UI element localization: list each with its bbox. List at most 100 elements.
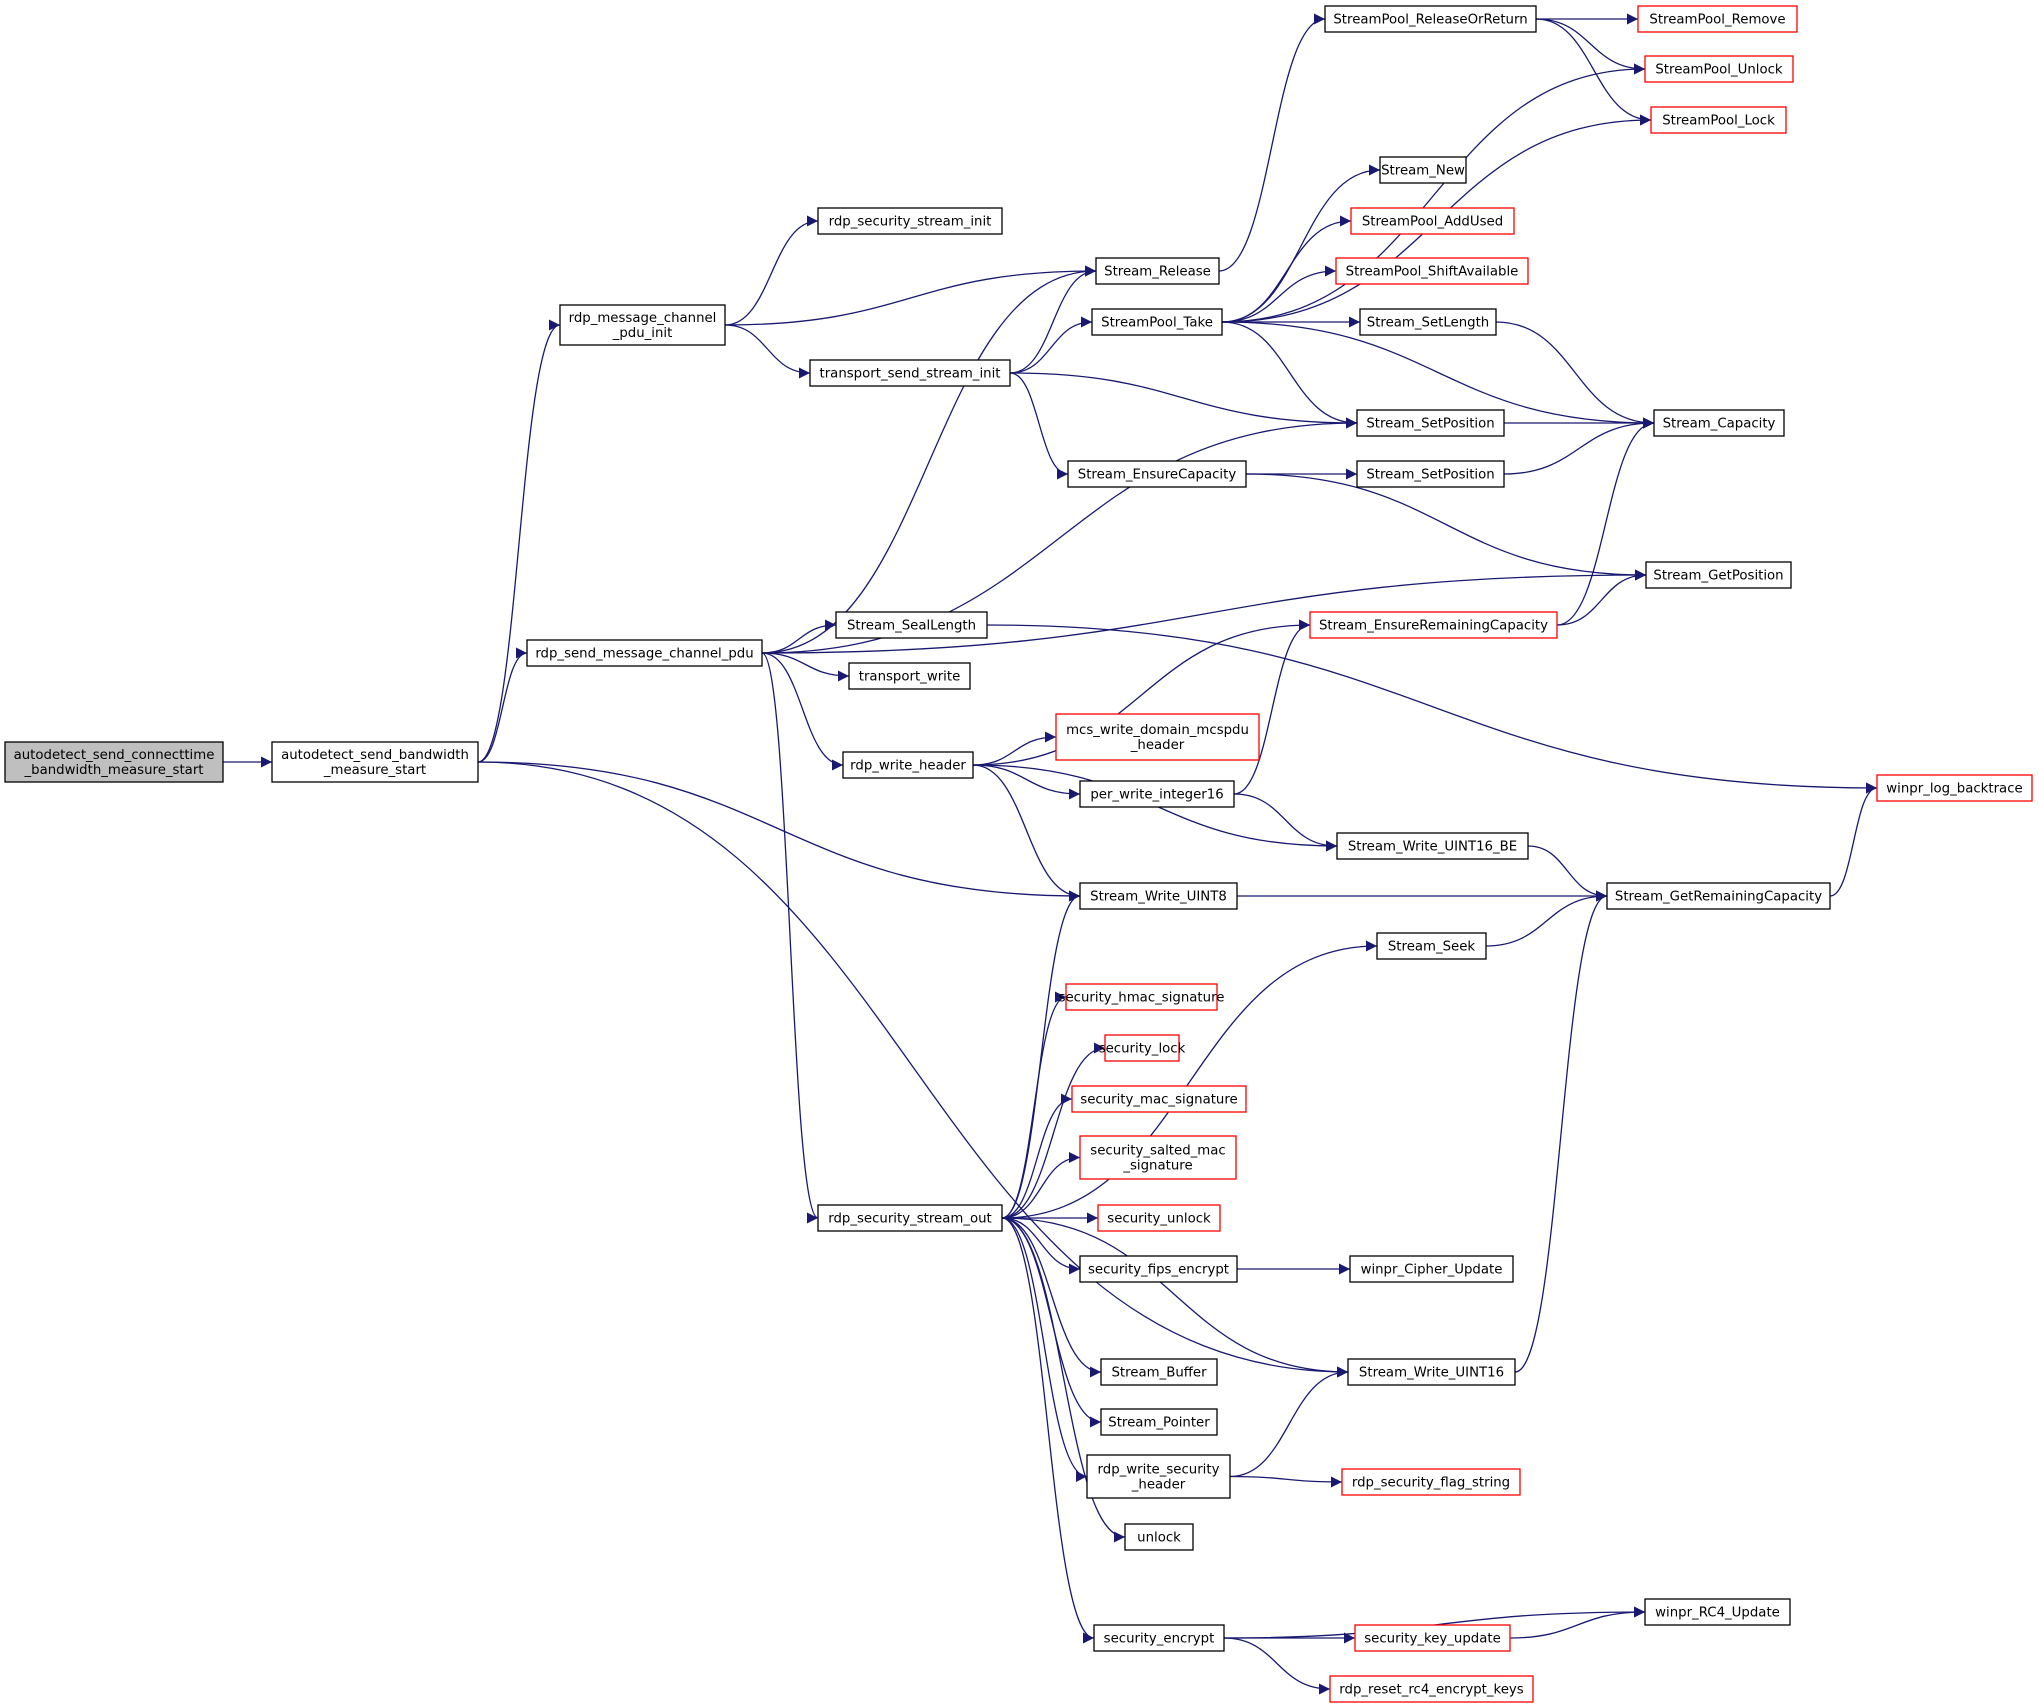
call-edge-n19-n17 [1503,417,1655,475]
function-node-n21[interactable]: Stream_SealLength [835,611,988,639]
node-box [835,611,988,639]
node-label: security_salted_mac [1090,1144,1225,1159]
function-node-n4[interactable]: rdp_security_stream_init [817,207,1003,235]
node-box [1055,713,1260,761]
call-edge-n27-n25 [1233,619,1311,795]
call-edge-n40-n30 [1514,890,1608,1373]
function-node-n40[interactable]: Stream_Write_UINT16 [1347,1358,1516,1386]
function-node-n43[interactable]: rdp_write_security_header [1086,1454,1231,1499]
function-node-n37[interactable]: security_unlock [1097,1204,1221,1232]
function-node-n12[interactable]: Stream_New [1379,156,1467,184]
node-label: Stream_SealLength [847,619,976,634]
function-node-n45[interactable]: unlock [1124,1523,1194,1551]
function-node-n24[interactable]: rdp_write_header [842,751,974,779]
node-label: rdp_send_message_channel_pdu [535,647,753,662]
call-edge-n36-n34 [1001,1093,1073,1219]
function-node-n26[interactable]: mcs_write_domain_mcspdu_header [1055,713,1260,761]
node-label: mcs_write_domain_mcspdu [1066,723,1249,738]
call-edge-n1-n40 [477,761,1349,1378]
node-box [4,741,224,783]
function-node-n36[interactable]: rdp_security_stream_out [817,1204,1003,1232]
function-node-n46[interactable]: security_encrypt [1093,1624,1225,1652]
node-box [1644,55,1794,83]
node-label: Stream_Write_UINT8 [1090,890,1227,905]
node-label: rdp_write_header [850,759,966,774]
call-edge-n3-n21 [761,619,837,654]
function-node-n28[interactable]: Stream_Write_UINT16_BE [1336,832,1529,860]
function-node-n19[interactable]: Stream_SetPosition [1356,460,1505,488]
node-box [1079,1255,1238,1283]
function-node-n11[interactable]: StreamPool_Take [1091,308,1223,336]
function-node-n42[interactable]: Stream_Pointer [1100,1408,1218,1436]
node-box [1079,882,1238,910]
node-label: _bandwidth_measure_start [23,763,203,778]
call-edge-n2-n4 [724,215,819,326]
function-node-n20[interactable]: Stream_GetPosition [1645,561,1792,589]
call-edge-n7-n9 [1535,18,1646,75]
function-node-n8[interactable]: StreamPool_Remove [1637,5,1798,33]
node-label: security_mac_signature [1080,1093,1237,1108]
node-label: Stream_SetPosition [1366,468,1494,483]
function-node-n3[interactable]: rdp_send_message_channel_pdu [526,639,763,667]
function-node-n14[interactable]: StreamPool_ShiftAvailable [1335,257,1529,285]
node-box [1650,106,1787,134]
call-edge-n6-n5 [1009,265,1097,374]
function-node-n48[interactable]: security_key_update [1354,1624,1511,1652]
node-label: _header [1131,1478,1186,1493]
function-node-n15[interactable]: Stream_SetLength [1359,308,1497,336]
node-box [817,1204,1003,1232]
function-node-n5[interactable]: Stream_Release [1095,257,1220,285]
function-node-n7[interactable]: StreamPool_ReleaseOrReturn [1324,5,1537,33]
function-node-n47[interactable]: winpr_RC4_Update [1644,1598,1791,1626]
function-node-n17[interactable]: Stream_Capacity [1653,409,1785,437]
node-box [1349,1255,1514,1283]
function-node-n23[interactable]: transport_write [848,662,971,690]
node-box [1095,257,1220,285]
function-node-n33[interactable]: security_lock [1099,1034,1186,1062]
function-node-n18[interactable]: Stream_EnsureCapacity [1067,460,1247,488]
function-node-n41[interactable]: Stream_Buffer [1100,1358,1218,1386]
function-node-n44[interactable]: rdp_security_flag_string [1341,1468,1521,1496]
node-box [1637,5,1798,33]
function-node-n35[interactable]: security_salted_mac_signature [1079,1135,1237,1180]
node-label: _pdu_init [612,326,673,341]
function-node-n22[interactable]: winpr_log_backtrace [1876,774,2033,802]
function-node-n25[interactable]: Stream_EnsureRemainingCapacity [1309,611,1558,639]
call-edge-n43-n44 [1229,1475,1343,1488]
function-node-n13[interactable]: StreamPool_AddUsed [1350,207,1515,235]
node-label: Stream_New [1381,164,1465,179]
call-edge-n36-n46 [1001,1217,1095,1644]
node-label: StreamPool_ShiftAvailable [1346,265,1519,280]
function-node-n39[interactable]: winpr_Cipher_Update [1349,1255,1514,1283]
function-node-n32[interactable]: security_hmac_signature [1059,983,1225,1011]
function-node-n1[interactable]: autodetect_send_bandwidth_measure_start [271,741,479,783]
node-label: unlock [1137,1531,1181,1546]
node-box [1341,1468,1521,1496]
node-box [1350,207,1515,235]
node-label: security_encrypt [1104,1632,1215,1647]
function-node-n9[interactable]: StreamPool_Unlock [1644,55,1794,83]
call-edge-n46-n49 [1223,1637,1331,1695]
function-node-n30[interactable]: Stream_GetRemainingCapacity [1606,882,1831,910]
node-label: rdp_write_security [1098,1463,1220,1478]
node-box [1097,1204,1221,1232]
function-node-n31[interactable]: Stream_Seek [1376,932,1487,960]
node-label: autodetect_send_bandwidth [281,748,469,763]
node-label: Stream_Capacity [1663,417,1776,432]
node-box [1645,561,1792,589]
node-label: Stream_GetRemainingCapacity [1615,890,1822,905]
function-node-n27[interactable]: per_write_integer16 [1079,780,1235,808]
function-node-n16[interactable]: Stream_SetPosition [1356,409,1505,437]
function-node-n34[interactable]: security_mac_signature [1071,1085,1247,1113]
node-box [1876,774,2033,802]
function-node-n49[interactable]: rdp_reset_rc4_encrypt_keys [1329,1675,1534,1703]
function-node-n10[interactable]: StreamPool_Lock [1650,106,1787,134]
call-edge-n1-n3 [477,647,528,763]
function-node-n2[interactable]: rdp_message_channel_pdu_init [559,304,726,346]
node-label: rdp_message_channel [569,311,717,326]
function-node-n38[interactable]: security_fips_encrypt [1079,1255,1238,1283]
function-node-n29[interactable]: Stream_Write_UINT8 [1079,882,1238,910]
node-label: rdp_reset_rc4_encrypt_keys [1339,1683,1524,1698]
node-box [1336,832,1529,860]
function-node-n6[interactable]: transport_send_stream_init [809,359,1011,387]
